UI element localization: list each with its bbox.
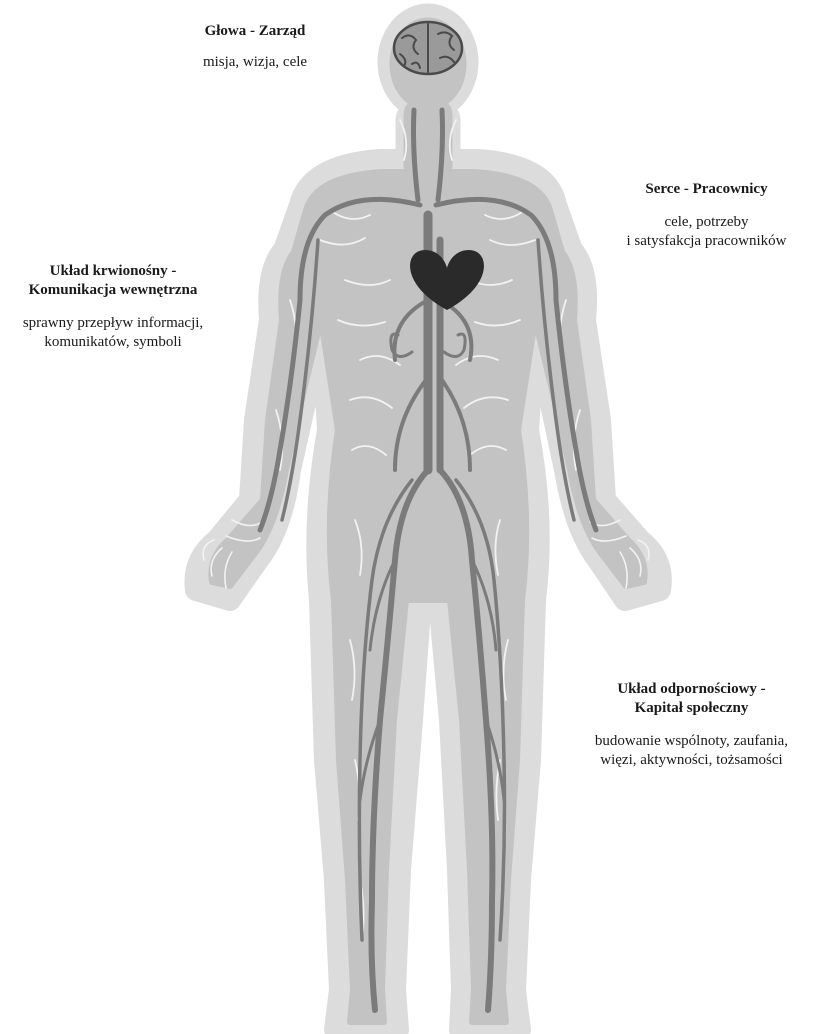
label-heart-title: Serce - Pracownicy xyxy=(600,180,813,199)
label-blood-title: Układ krwionośny - Komunikacja wewnętrzn… xyxy=(0,262,226,300)
label-blood-title-line2: Komunikacja wewnętrzna xyxy=(0,281,226,300)
brain-icon xyxy=(394,22,462,74)
label-immune-desc-line1: budowanie wspólnoty, zaufania, xyxy=(570,732,813,751)
label-heart-employees: Serce - Pracownicy cele, potrzeby i saty… xyxy=(600,180,813,251)
label-blood-title-line1: Układ krwionośny - xyxy=(0,262,226,281)
label-immune-desc-line2: więzi, aktywności, tożsamości xyxy=(570,751,813,770)
label-heart-desc-line2: i satysfakcja pracowników xyxy=(600,232,813,251)
label-head-management: Głowa - Zarząd misja, wizja, cele xyxy=(140,22,370,72)
label-immune-title: Układ odpornościowy - Kapitał społeczny xyxy=(570,680,813,718)
label-circulatory-internal-communication: Układ krwionośny - Komunikacja wewnętrzn… xyxy=(0,262,226,352)
label-immune-desc: budowanie wspólnoty, zaufania, więzi, ak… xyxy=(570,732,813,770)
label-heart-desc: cele, potrzeby i satysfakcja pracowników xyxy=(600,213,813,251)
label-head-title: Głowa - Zarząd xyxy=(140,22,370,41)
label-blood-desc-line1: sprawny przepływ informacji, xyxy=(0,314,226,333)
label-immune-social-capital: Układ odpornościowy - Kapitał społeczny … xyxy=(570,680,813,770)
label-heart-desc-line1: cele, potrzeby xyxy=(600,213,813,232)
label-immune-title-line2: Kapitał społeczny xyxy=(570,699,813,718)
label-blood-desc-line2: komunikatów, symboli xyxy=(0,333,226,352)
label-blood-desc: sprawny przepływ informacji, komunikatów… xyxy=(0,314,226,352)
label-immune-title-line1: Układ odpornościowy - xyxy=(570,680,813,699)
label-head-desc: misja, wizja, cele xyxy=(140,53,370,72)
